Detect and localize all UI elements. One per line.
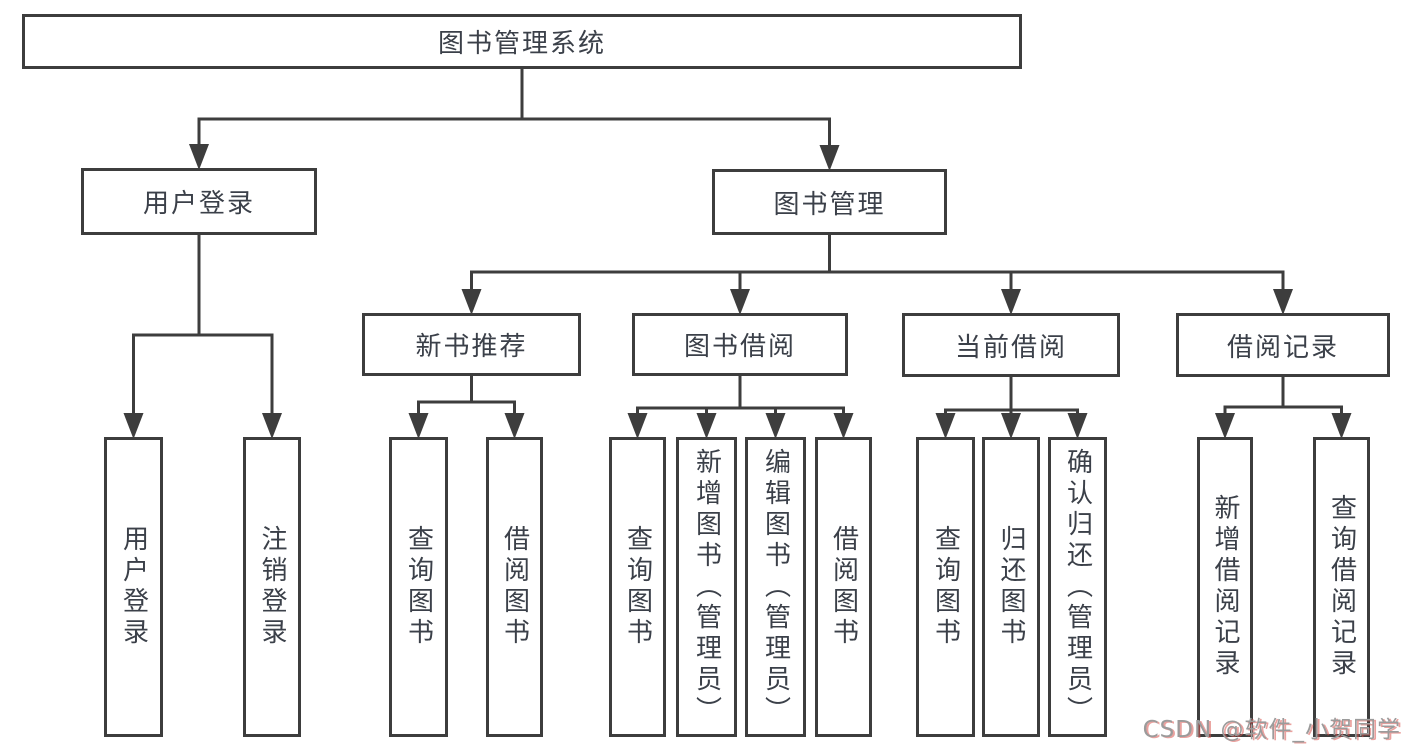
node-label: 用户登录 (142, 189, 255, 219)
node-label: 图书管理 (773, 189, 886, 220)
node-label: 新增图书（管理员） (691, 447, 722, 727)
csdn-watermark: CSDN @软件_小贺同学 (1142, 717, 1401, 743)
node-label: 查询图书 (622, 525, 653, 649)
node-leaf-user-login: 用户登录 (104, 437, 163, 737)
node-leaf-return-book: 归还图书 (982, 437, 1040, 737)
node-label: 编辑图书（管理员） (760, 447, 791, 727)
node-label: 借阅图书 (828, 525, 859, 649)
node-leaf-query-book-3: 查询图书 (916, 437, 975, 737)
node-leaf-confirm-return: 确认归还（管理员） (1048, 437, 1107, 737)
node-new-book-rec: 新书推荐 (362, 313, 581, 376)
node-book-mgmt: 图书管理 (712, 169, 947, 235)
node-label: 新书推荐 (415, 332, 528, 362)
node-label: 借阅记录 (1226, 332, 1339, 363)
node-borrow-records: 借阅记录 (1176, 313, 1390, 377)
node-book-borrow: 图书借阅 (632, 313, 848, 376)
node-label: 图书管理系统 (437, 29, 606, 59)
node-leaf-add-book: 新增图书（管理员） (676, 437, 737, 737)
node-leaf-logout: 注销登录 (243, 437, 301, 737)
node-label: 借阅图书 (499, 525, 530, 649)
node-label: 图书借阅 (683, 332, 796, 362)
node-label: 归还图书 (996, 525, 1026, 649)
node-current-borrow: 当前借阅 (902, 313, 1120, 377)
node-leaf-query-book-1: 查询图书 (389, 437, 448, 737)
node-leaf-add-record: 新增借阅记录 (1197, 437, 1253, 737)
node-label: 确认归还（管理员） (1062, 447, 1093, 727)
node-leaf-edit-book: 编辑图书（管理员） (745, 437, 806, 737)
node-label: 查询图书 (930, 525, 961, 649)
node-label: 当前借阅 (954, 332, 1067, 363)
node-user-login: 用户登录 (81, 168, 317, 235)
node-label: 注销登录 (257, 525, 287, 649)
node-leaf-borrow-book-2: 借阅图书 (815, 437, 872, 737)
node-leaf-query-record: 查询借阅记录 (1313, 437, 1370, 737)
node-label: 查询图书 (403, 525, 434, 649)
node-leaf-query-book-2: 查询图书 (609, 437, 666, 737)
node-label: 查询借阅记录 (1326, 494, 1357, 680)
node-label: 新增借阅记录 (1210, 494, 1240, 680)
node-label: 用户登录 (118, 525, 149, 649)
node-root: 图书管理系统 (22, 14, 1022, 69)
node-leaf-borrow-book-1: 借阅图书 (486, 437, 543, 737)
